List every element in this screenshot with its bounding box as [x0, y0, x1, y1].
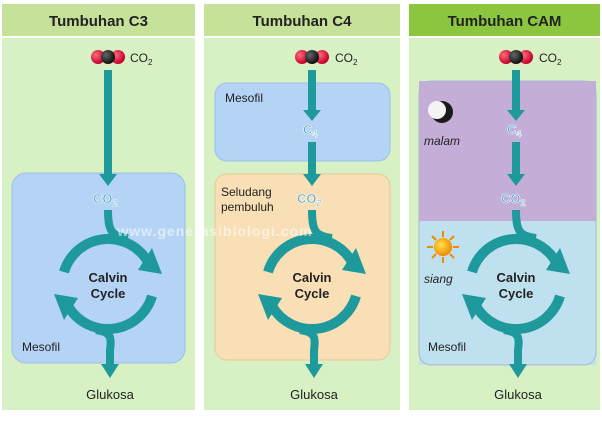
co2-molecule-icon: [91, 50, 125, 64]
inner-co2-label: CO2: [93, 191, 118, 208]
panel-title: Tumbuhan C3: [49, 13, 148, 30]
panel-title: Tumbuhan C4: [253, 13, 353, 30]
co2-label: CO2: [335, 51, 358, 67]
bundle-sheath-label-line1: Seludang: [221, 185, 272, 199]
mesofil-label: Mesofil: [225, 91, 263, 105]
arrow-head: [509, 364, 527, 378]
mesofil-label: Mesofil: [22, 340, 60, 354]
output-label: Glukosa: [494, 387, 542, 402]
co2-label: CO2: [130, 51, 153, 67]
co2-molecule-icon: [295, 50, 329, 64]
co2-label: CO2: [539, 51, 562, 67]
mesofil-label: Mesofil: [428, 340, 466, 354]
watermark: www.generasibiologi.com: [116, 223, 312, 239]
arrow-head: [99, 174, 117, 186]
panel-title: Tumbuhan CAM: [448, 13, 562, 30]
panel-header: [2, 4, 195, 36]
panel-header: [409, 4, 600, 36]
panel-c4: Tumbuhan C4 CO2 C4 CO2 Calvin Cycle Meso…: [204, 4, 400, 410]
flow-out: [503, 326, 523, 366]
mesofil-box: [214, 82, 391, 162]
flow-out: [95, 326, 115, 366]
output-label: Glukosa: [290, 387, 338, 402]
arrow-head: [305, 364, 323, 378]
arrow-head: [507, 110, 525, 121]
panel-cam: Tumbuhan CAM CO2 C4 CO2 Calvin Cycle mal…: [409, 4, 600, 410]
panel-c3: Tumbuhan C3 CO2 CO2 Calvin Cycle Mesofil…: [2, 4, 195, 410]
cam-box-border: [418, 80, 597, 366]
day-label: siang: [424, 272, 453, 286]
c4-label: C4: [303, 122, 317, 139]
cycle-label-calvin: Calvin: [292, 270, 331, 285]
night-label: malam: [424, 134, 460, 148]
arrow-head: [101, 364, 119, 378]
c4-label: C4: [507, 122, 521, 139]
arrow-head: [303, 174, 321, 186]
arrow-head: [303, 110, 321, 121]
inner-co2-label: CO2: [501, 191, 526, 208]
cycle-label-cycle: Cycle: [91, 286, 126, 301]
cycle-label-calvin: Calvin: [496, 270, 535, 285]
inner-co2-label: CO2: [297, 191, 322, 208]
arrow-head: [507, 174, 525, 186]
co2-molecule-icon: [499, 50, 533, 64]
flow-out: [299, 326, 319, 366]
bundle-sheath-label-line2: pembuluh: [221, 200, 274, 214]
cycle-label-cycle: Cycle: [499, 286, 534, 301]
panel-header: [204, 4, 400, 36]
moon-icon: [428, 101, 453, 123]
sun-icon: [427, 231, 459, 263]
cycle-label-cycle: Cycle: [295, 286, 330, 301]
output-label: Glukosa: [86, 387, 134, 402]
cycle-label-calvin: Calvin: [88, 270, 127, 285]
